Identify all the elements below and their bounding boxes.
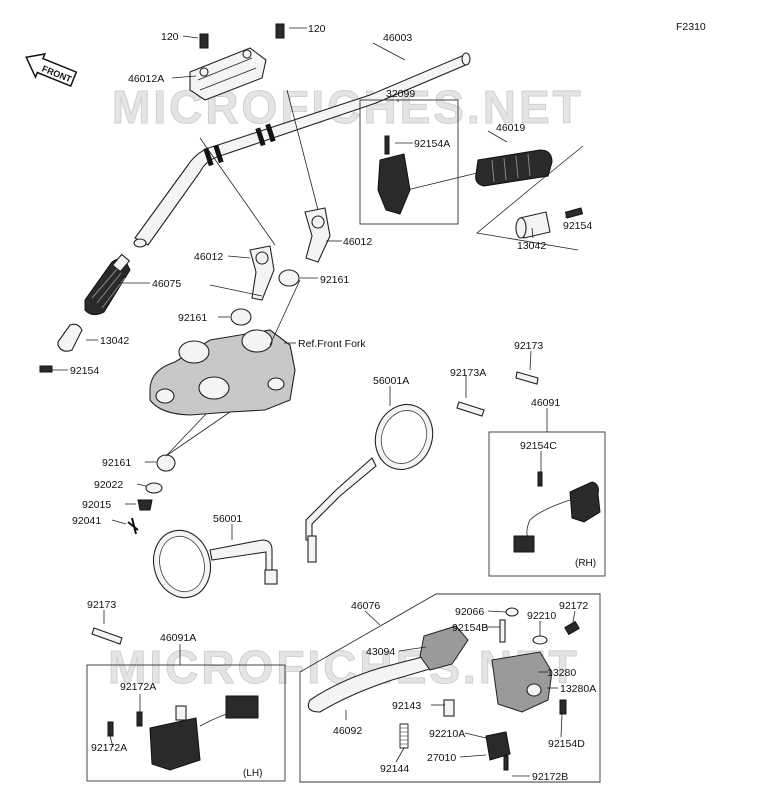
label-92173a: 92173A [450, 367, 486, 379]
damper-92161-middle [230, 308, 252, 326]
label-46075: 46075 [152, 278, 181, 290]
label-92015: 92015 [82, 499, 111, 511]
label-120-right: 120 [308, 23, 326, 35]
label-92154-right: 92154 [563, 220, 592, 232]
damper-92161-right [278, 269, 300, 287]
label-46012-left: 46012 [194, 251, 223, 263]
label-46003: 46003 [383, 32, 412, 44]
clip-92173 [515, 371, 539, 385]
label-13042-left: 13042 [100, 335, 129, 347]
label-92154c: 92154C [520, 440, 557, 452]
label-32099: 32099 [386, 88, 415, 100]
rh-switch-box: (RH) [488, 431, 606, 577]
grip-46075 [84, 253, 131, 316]
diagram-id: F2310 [676, 21, 706, 33]
bolt-120-left [199, 33, 209, 49]
label-92154a: 92154A [414, 138, 450, 150]
label-92172b: 92172B [532, 771, 568, 783]
label-92161-middle: 92161 [178, 312, 207, 324]
nut-92015 [137, 499, 153, 511]
clip-92173-left [91, 627, 123, 645]
label-13280a: 13280A [560, 683, 596, 695]
label-92154b: 92154B [452, 622, 488, 634]
bolt-120-right [275, 23, 285, 39]
bar-end-13042-right [515, 211, 551, 239]
label-92161-right: 92161 [320, 274, 349, 286]
label-46019: 46019 [496, 122, 525, 134]
holder-46012-left [249, 245, 275, 301]
bar-end-13042-left [57, 323, 83, 352]
label-27010: 27010 [427, 752, 456, 764]
label-92210a: 92210A [429, 728, 465, 740]
label-92173: 92173 [514, 340, 543, 352]
label-46076: 46076 [351, 600, 380, 612]
label-56001: 56001 [213, 513, 242, 525]
rh-label: (RH) [575, 558, 596, 569]
label-92173-left: 92173 [87, 599, 116, 611]
washer-92022 [145, 482, 163, 494]
label-92154d: 92154D [548, 738, 585, 750]
label-56001a: 56001A [373, 375, 409, 387]
label-46091a: 46091A [160, 632, 196, 644]
label-92041: 92041 [72, 515, 101, 527]
lh-label: (LH) [243, 768, 262, 779]
handlebar-46003 [133, 52, 471, 248]
front-arrow-icon: FRONT [25, 53, 78, 87]
label-13042-right: 13042 [517, 240, 546, 252]
label-120-left: 120 [161, 31, 179, 43]
label-92154-left: 92154 [70, 365, 99, 377]
label-92022: 92022 [94, 479, 123, 491]
screw-92154-left [39, 365, 53, 373]
label-92210: 92210 [527, 610, 556, 622]
label-92144: 92144 [380, 763, 409, 775]
clutch-lever-box [299, 593, 601, 783]
mirror-56001a [305, 403, 434, 563]
label-92143: 92143 [392, 700, 421, 712]
upper-clamp-46012a [189, 47, 267, 101]
throttle-grip-46019 [475, 149, 553, 187]
upper-triple-clamp [149, 329, 296, 416]
label-43094: 43094 [366, 646, 395, 658]
label-92172a-bottom: 92172A [91, 742, 127, 754]
label-92161-bottom: 92161 [102, 457, 131, 469]
leader-lines [48, 27, 584, 777]
lh-switch-box: (LH) [86, 664, 286, 782]
label-92172a-top: 92172A [120, 681, 156, 693]
throttle-case-32099 [359, 99, 459, 225]
ref-front-fork: Ref.Front Fork [298, 338, 366, 350]
part-labels: 120 120 46003 46012A 32099 92154A 46019 … [70, 23, 596, 783]
label-92172: 92172 [559, 600, 588, 612]
label-13280: 13280 [547, 667, 576, 679]
label-46092: 46092 [333, 725, 362, 737]
label-92066: 92066 [455, 606, 484, 618]
label-46012-right: 46012 [343, 236, 372, 248]
label-46091: 46091 [531, 397, 560, 409]
pin-92041 [127, 517, 139, 535]
screw-92154-right [564, 207, 584, 219]
mirror-56001 [153, 529, 278, 599]
label-46012a: 46012A [128, 73, 164, 85]
damper-92161-bottom [156, 454, 176, 472]
clip-92173a [456, 401, 485, 417]
holder-46012-right [304, 207, 331, 263]
